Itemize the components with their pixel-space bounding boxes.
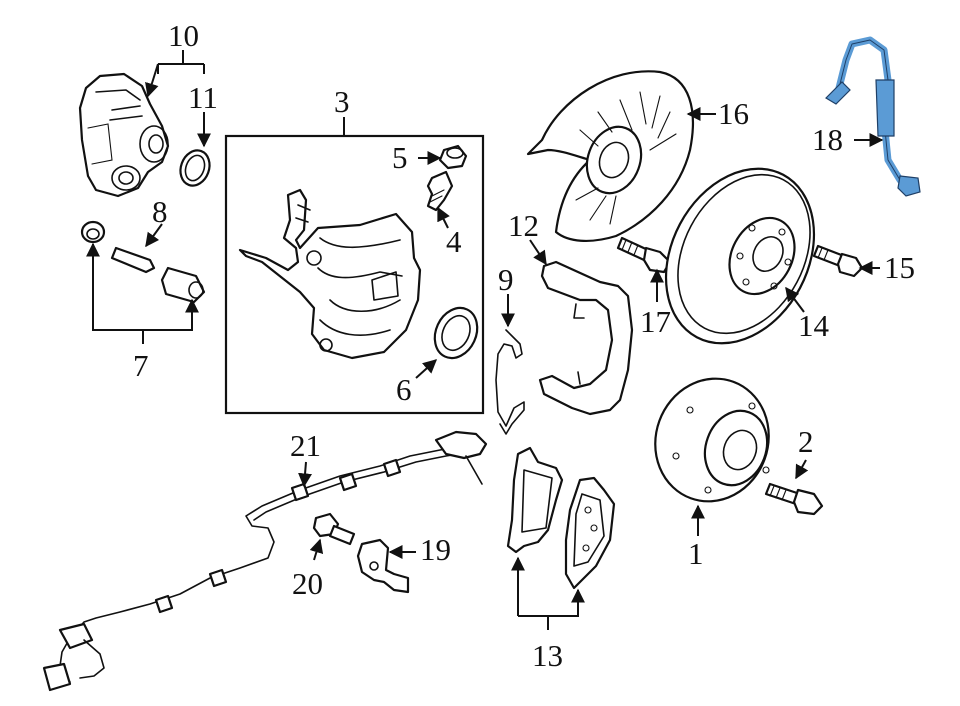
callout-2: 2	[798, 424, 814, 459]
callout-10: 10	[168, 18, 199, 53]
guide-pin-boot[interactable]	[80, 220, 106, 244]
callout-15: 15	[884, 250, 915, 285]
callout-20: 20	[292, 566, 323, 601]
bleeder-screw[interactable]	[426, 170, 454, 212]
guide-pin-bushing[interactable]	[160, 266, 206, 304]
abs-sensor-harness[interactable]	[42, 430, 488, 692]
wheel-hub[interactable]	[638, 363, 786, 518]
callout-labels: 10 11 3 5 4 8 7 6 9 12 16 17 14 15 18 2 …	[133, 18, 915, 673]
sensor-bracket[interactable]	[356, 538, 410, 594]
bracket-bolt[interactable]	[616, 236, 672, 274]
brake-caliper[interactable]	[238, 188, 422, 360]
callout-8: 8	[152, 194, 168, 229]
hub-bolt[interactable]	[764, 482, 824, 516]
callout-3: 3	[334, 84, 350, 119]
caliper-motor[interactable]	[78, 72, 170, 198]
caliper-group-frame	[224, 134, 485, 415]
leader-lines	[86, 50, 884, 630]
callout-13: 13	[532, 638, 563, 673]
brake-rotor[interactable]	[637, 143, 843, 369]
caliper-assembly-group[interactable]	[224, 117, 485, 415]
guide-pin[interactable]	[110, 246, 156, 274]
caliper-bracket[interactable]	[538, 260, 634, 416]
callout-17: 17	[640, 304, 671, 339]
anti-rattle-spring[interactable]	[495, 329, 525, 435]
motor-o-ring[interactable]	[176, 146, 215, 189]
rotor-screw[interactable]	[812, 244, 864, 278]
sensor-bolt[interactable]	[312, 512, 356, 546]
callout-4: 4	[446, 224, 462, 259]
callout-18: 18	[812, 122, 843, 157]
brake-pad-inner[interactable]	[506, 446, 564, 554]
callout-7: 7	[133, 348, 149, 383]
bleeder-cap[interactable]	[438, 144, 468, 170]
callout-21: 21	[290, 428, 321, 463]
splash-shield[interactable]	[526, 70, 694, 243]
callout-9: 9	[498, 262, 514, 297]
callout-12: 12	[508, 208, 539, 243]
brake-pad-outer[interactable]	[564, 476, 616, 590]
callout-6: 6	[396, 372, 412, 407]
piston-seal[interactable]	[427, 301, 485, 365]
callout-19: 19	[420, 532, 451, 567]
callout-5: 5	[392, 140, 408, 175]
callout-1: 1	[688, 536, 704, 571]
callout-11: 11	[188, 80, 218, 115]
brake-hose[interactable]	[825, 36, 921, 197]
callout-14: 14	[798, 308, 830, 343]
callout-16: 16	[718, 96, 749, 131]
